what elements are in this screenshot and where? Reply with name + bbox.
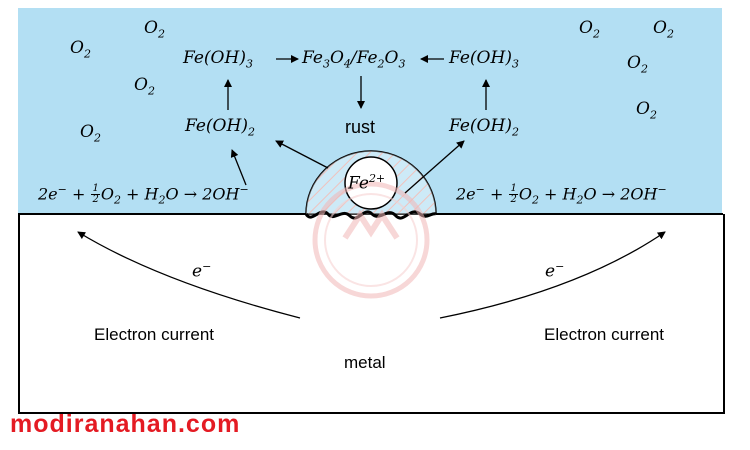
electron-current-right-arrow — [439, 231, 666, 319]
electron-label-right: e− — [545, 260, 565, 282]
rust-label: rust — [345, 117, 376, 137]
metal-label: metal — [344, 353, 386, 372]
oxygen-label: O2 — [627, 53, 648, 76]
logo-watermark — [312, 181, 430, 299]
arrow-ion-to-feoh2-left — [275, 140, 329, 169]
oxygen-label: O2 — [579, 18, 600, 41]
oxygen-label: O2 — [653, 18, 674, 41]
electron-current-label-right: Electron current — [544, 325, 664, 344]
electron-current-label-left: Electron current — [94, 325, 214, 344]
feoh3-right: Fe(OH)3 — [449, 48, 519, 71]
oxygen-label: O2 — [70, 38, 91, 61]
oxygen-label: O2 — [134, 75, 155, 98]
feoh2-left: Fe(OH)2 — [185, 116, 255, 139]
electron-current-left-arrow — [77, 231, 301, 319]
metal-block — [18, 214, 725, 414]
metal-surface-left — [18, 213, 308, 215]
arrow-reaction-to-feoh2-left — [230, 149, 247, 186]
iron-ion-label: Fe2+ — [348, 172, 386, 194]
oxygen-label: O2 — [636, 99, 657, 122]
site-watermark: modiranahan.com — [10, 410, 241, 438]
oxygen-label: O2 — [144, 18, 165, 41]
arrow-ion-to-feoh2-right — [404, 140, 465, 194]
corroded-surface — [304, 210, 437, 220]
feoh2-right: Fe(OH)2 — [449, 116, 519, 139]
metal-surface-right — [436, 213, 723, 215]
oxygen-label: O2 — [80, 122, 101, 145]
iron-oxides: Fe3O4/Fe2O3 — [302, 48, 406, 71]
electron-label-left: e− — [192, 260, 212, 282]
feoh3-left: Fe(OH)3 — [183, 48, 253, 71]
